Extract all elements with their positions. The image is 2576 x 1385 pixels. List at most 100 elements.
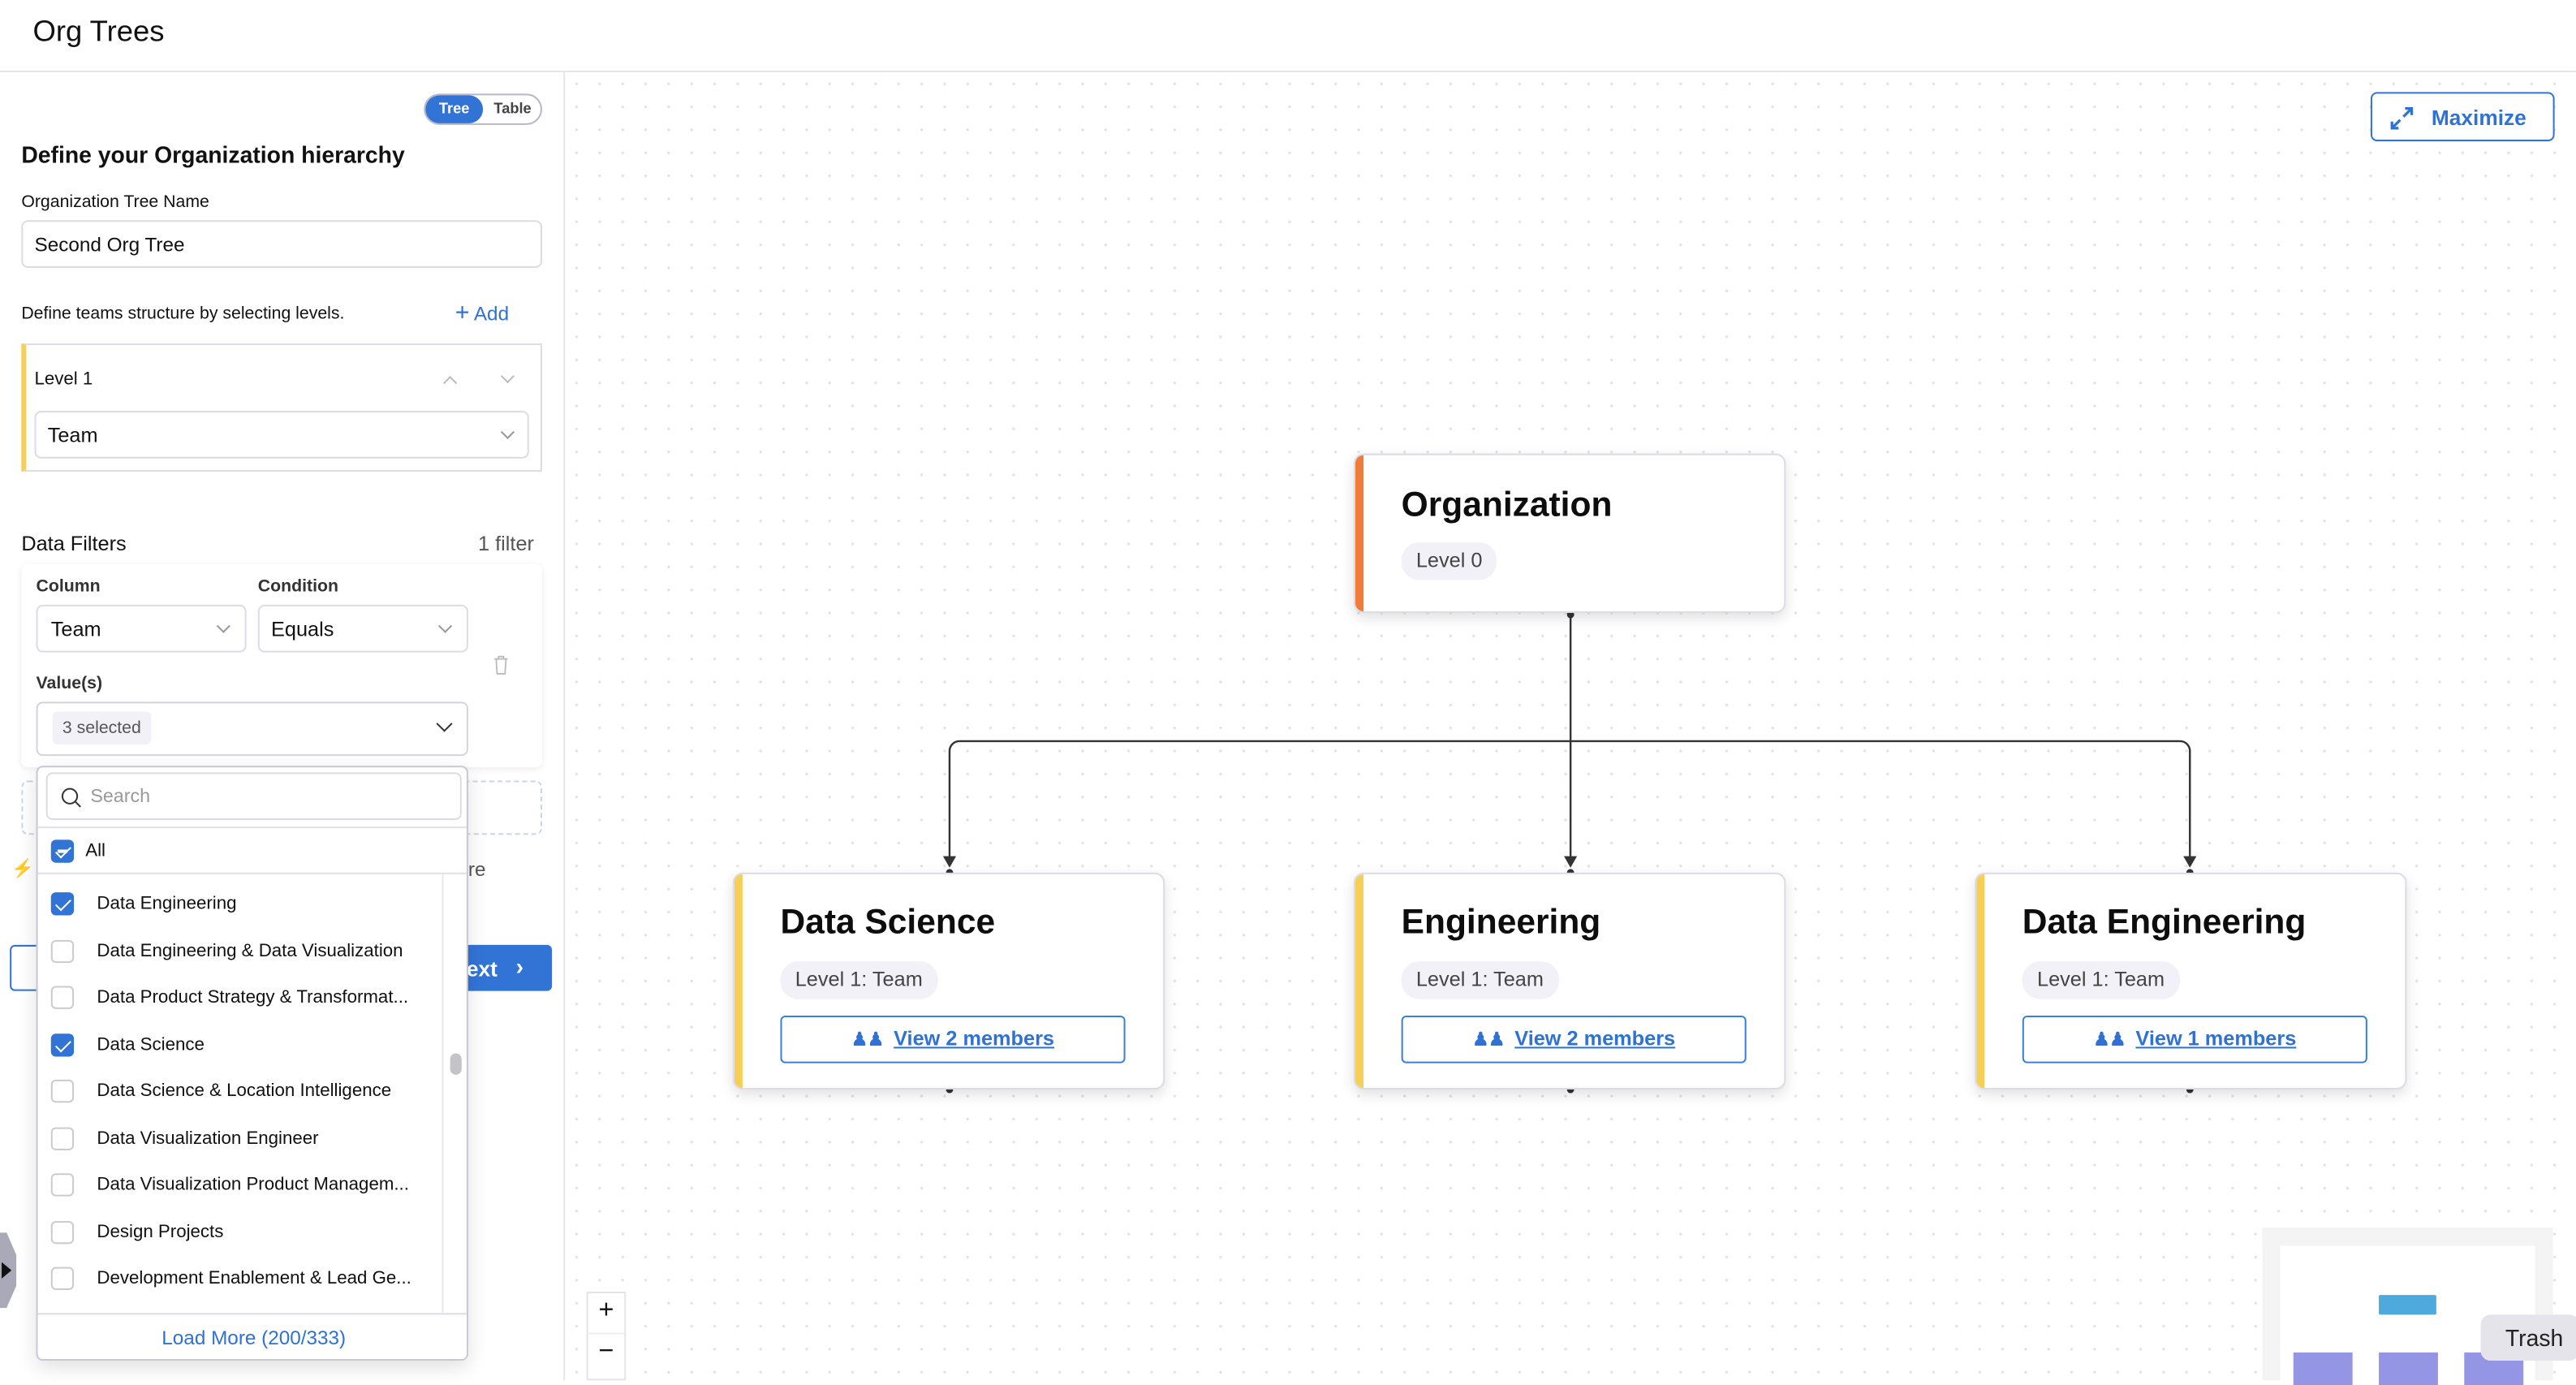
filter-card: Column Condition Team Equals Value(s) 3 … <box>21 563 542 768</box>
view-members-label: View 2 members <box>894 1027 1054 1051</box>
view-members-button[interactable]: ♟♟View 2 members <box>780 1015 1126 1064</box>
zoom-in-button[interactable]: + <box>598 1297 614 1325</box>
add-label: Add <box>473 302 510 326</box>
maximize-label: Maximize <box>2431 105 2526 130</box>
load-more-button[interactable]: Load More (200/333) <box>37 1313 467 1360</box>
hint-text: re <box>467 857 486 881</box>
view-members-label: View 1 members <box>2135 1027 2297 1051</box>
move-up-icon[interactable] <box>443 376 458 390</box>
trash-icon[interactable] <box>493 654 509 675</box>
condition-select[interactable]: Equals <box>257 604 468 653</box>
node-title: Data Engineering <box>2022 904 2307 942</box>
tree-name-label: Organization Tree Name <box>21 192 209 213</box>
level-label: Level 1 <box>34 369 93 390</box>
toggle-tree[interactable]: Tree <box>425 95 484 123</box>
option-item[interactable]: Design Projects <box>38 1209 442 1255</box>
side-handle[interactable] <box>0 1232 17 1309</box>
filters-title: Data Filters <box>21 532 127 556</box>
add-level-button[interactable]: + Add <box>455 299 509 326</box>
connectors <box>942 611 2197 1094</box>
option-label: Data Visualization Engineer <box>97 1128 319 1148</box>
values-multiselect[interactable]: 3 selected <box>36 701 468 757</box>
users-icon: ♟♟ <box>1472 1030 1506 1051</box>
checkbox[interactable] <box>50 1266 75 1290</box>
option-label: Data Engineering <box>97 894 237 914</box>
option-item[interactable]: Data Engineering & Data Visualization <box>38 928 442 974</box>
checkbox[interactable] <box>50 1079 75 1103</box>
option-item[interactable]: Data Science & Location Intelligence <box>38 1068 442 1115</box>
chevron-down-icon <box>500 425 515 439</box>
move-down-icon[interactable] <box>500 369 515 384</box>
checkbox[interactable] <box>50 1126 75 1150</box>
option-label: Data Science & Location Intelligence <box>97 1081 392 1102</box>
select-all-row[interactable]: All <box>37 826 467 874</box>
condition-value: Equals <box>270 618 334 641</box>
level-badge: Level 1: Team <box>1401 961 1559 999</box>
chevron-down-icon <box>437 619 453 633</box>
chevron-down-icon <box>216 619 230 633</box>
checkbox[interactable] <box>50 986 75 1009</box>
maximize-button[interactable]: Maximize <box>2370 92 2555 142</box>
level-color-bar <box>734 874 743 1089</box>
form-heading: Define your Organization hierarchy <box>21 141 405 168</box>
plus-icon: + <box>454 299 470 327</box>
tree-canvas[interactable]: Maximize Organization Level 0 Data Scien… <box>565 72 2576 1385</box>
option-item[interactable]: Data Science <box>38 1021 442 1068</box>
search-input[interactable]: Search <box>45 772 462 821</box>
level-select[interactable]: Team <box>34 411 529 459</box>
node-title: Organization <box>1401 486 1613 524</box>
minimap-child-node <box>2293 1352 2353 1385</box>
option-item[interactable]: Development Enablement & Lead Ge... <box>38 1255 442 1301</box>
checkbox[interactable] <box>50 1219 75 1244</box>
checkbox[interactable] <box>50 1173 75 1197</box>
tree-name-input[interactable]: Second Org Tree <box>21 220 542 268</box>
view-toggle[interactable]: Tree Table <box>424 93 542 125</box>
column-select[interactable]: Team <box>36 604 247 653</box>
lightning-icon: ⚡ <box>11 859 34 879</box>
selected-chip: 3 selected <box>52 711 151 744</box>
option-label: Data Science <box>97 1034 205 1055</box>
users-icon: ♟♟ <box>2093 1030 2126 1051</box>
option-label: Data Visualization Product Managem... <box>97 1175 409 1195</box>
level-badge: Level 0 <box>1401 541 1497 580</box>
checkbox[interactable] <box>50 892 75 916</box>
option-item[interactable]: Data Visualization Engineer <box>38 1115 442 1161</box>
option-item-partial[interactable] <box>38 1302 442 1313</box>
checkbox[interactable] <box>50 1033 75 1056</box>
zoom-out-button[interactable]: − <box>588 1332 625 1373</box>
indeterminate-checkbox[interactable] <box>50 839 75 863</box>
tree-name-value: Second Org Tree <box>34 233 185 257</box>
values-label: Value(s) <box>36 673 103 694</box>
checkbox[interactable] <box>50 938 75 963</box>
level-badge: Level 1: Team <box>780 961 938 999</box>
view-members-button[interactable]: ♟♟ View 1 members <box>2022 1015 2367 1064</box>
view-members-button[interactable]: ♟♟View 2 members <box>1401 1015 1747 1064</box>
minimap-root-node <box>2379 1295 2436 1315</box>
option-label: Data Product Strategy & Transformat... <box>97 987 409 1007</box>
header: Org Trees <box>0 0 2576 73</box>
expand-icon <box>2390 106 2414 130</box>
level-color-bar <box>1355 455 1364 612</box>
node-title: Data Science <box>780 904 996 942</box>
option-item[interactable]: Data Product Strategy & Transformat... <box>38 974 442 1020</box>
option-item[interactable]: Data Visualization Product Managem... <box>38 1162 442 1208</box>
option-label: Development Enablement & Lead Ge... <box>97 1268 411 1288</box>
chevron-down-icon <box>436 715 453 732</box>
toggle-table[interactable]: Table <box>493 100 532 117</box>
zoom-controls: + − <box>586 1292 627 1381</box>
trash-tooltip: Trash <box>2480 1314 2576 1361</box>
scrollbar-thumb[interactable] <box>450 1053 462 1075</box>
condition-label: Condition <box>257 576 338 597</box>
play-icon <box>2 1262 12 1279</box>
next-label: ext <box>466 956 498 982</box>
org-root-node[interactable]: Organization Level 0 <box>1353 453 1786 614</box>
chevron-right-icon: › <box>515 953 524 980</box>
option-item[interactable]: Data Engineering <box>38 881 442 927</box>
level-color-bar <box>1976 874 1985 1089</box>
level-card: Level 1 Team <box>21 343 542 472</box>
